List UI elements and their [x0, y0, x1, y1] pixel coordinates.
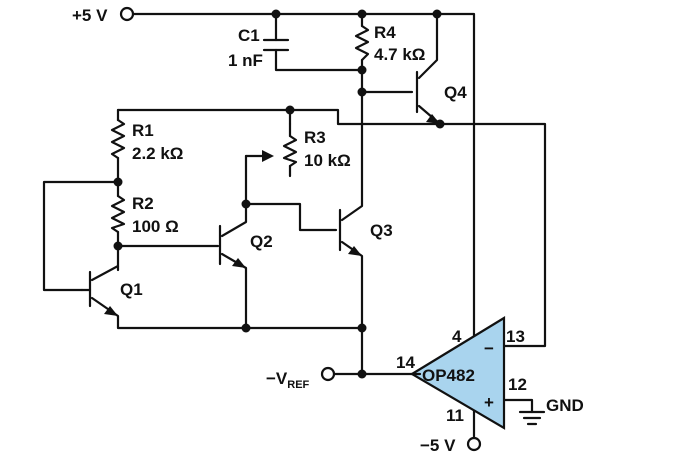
label-r1-name: R1	[132, 121, 154, 140]
label-r4-value: 4.7 kΩ	[374, 45, 425, 64]
label-vref-prefix: −V	[266, 369, 288, 388]
opamp-body	[409, 316, 506, 430]
label-vref: −VREF	[266, 369, 310, 391]
label-c1-value: 1 nF	[228, 51, 263, 70]
label-q3: Q3	[370, 221, 393, 240]
label-r3-value: 10 kΩ	[304, 151, 351, 170]
label-pin-14: 14	[396, 353, 415, 372]
label-opamp-plus: +	[484, 393, 494, 412]
label-c1-name: C1	[238, 26, 260, 45]
label-r2-value: 100 Ω	[132, 217, 179, 236]
terminal-pos-supply	[119, 6, 135, 22]
label-q1: Q1	[120, 280, 143, 299]
wire-opamp-plus	[500, 398, 534, 414]
q1-emitter-arrow	[104, 306, 118, 316]
wire-q3-collector	[340, 90, 364, 222]
r3-wiper-arrow	[262, 150, 274, 162]
capacitor-c1	[262, 38, 290, 52]
q2-emitter-arrow	[232, 258, 246, 268]
label-q2: Q2	[250, 232, 273, 251]
label-r2-name: R2	[132, 194, 154, 213]
label-pin-13: 13	[506, 327, 525, 346]
label-r4-name: R4	[374, 23, 396, 42]
wire-r1-rail-link	[288, 108, 547, 348]
terminal-vref	[320, 366, 336, 382]
label-pin-12: 12	[508, 375, 527, 394]
q3-emitter-arrow	[348, 246, 362, 256]
wire-q3-emitter	[340, 240, 364, 376]
wire-q3-base	[244, 202, 338, 232]
wires	[42, 12, 547, 440]
label-neg-supply: −5 V	[420, 436, 456, 455]
wire-q1-collector	[90, 264, 120, 282]
resistor-r1	[110, 118, 126, 160]
label-r1-value: 2.2 kΩ	[132, 144, 183, 163]
label-opamp-name: OP482	[422, 366, 475, 385]
wire-q1-feedback	[42, 180, 120, 292]
wire-c1-bottom	[274, 48, 364, 72]
wire-q2-collector	[220, 154, 248, 238]
label-gnd: GND	[546, 396, 584, 415]
resistor-r3	[282, 134, 298, 168]
label-pos-supply: +5 V	[72, 6, 108, 25]
label-pin-4: 4	[452, 327, 462, 346]
label-opamp-minus: −	[484, 339, 494, 358]
label-pin-11: 11	[446, 406, 464, 425]
label-q4: Q4	[444, 83, 467, 102]
wire-q4-collector	[417, 12, 439, 80]
label-r3-name: R3	[304, 128, 326, 147]
junctions	[113, 9, 445, 379]
terminal-neg-supply	[466, 436, 482, 452]
wire-q1-emitter	[90, 296, 364, 330]
wire-top-rail	[131, 12, 476, 342]
resistor-r4	[354, 24, 370, 62]
label-vref-subscript: REF	[287, 379, 309, 391]
resistor-r2	[110, 194, 126, 234]
